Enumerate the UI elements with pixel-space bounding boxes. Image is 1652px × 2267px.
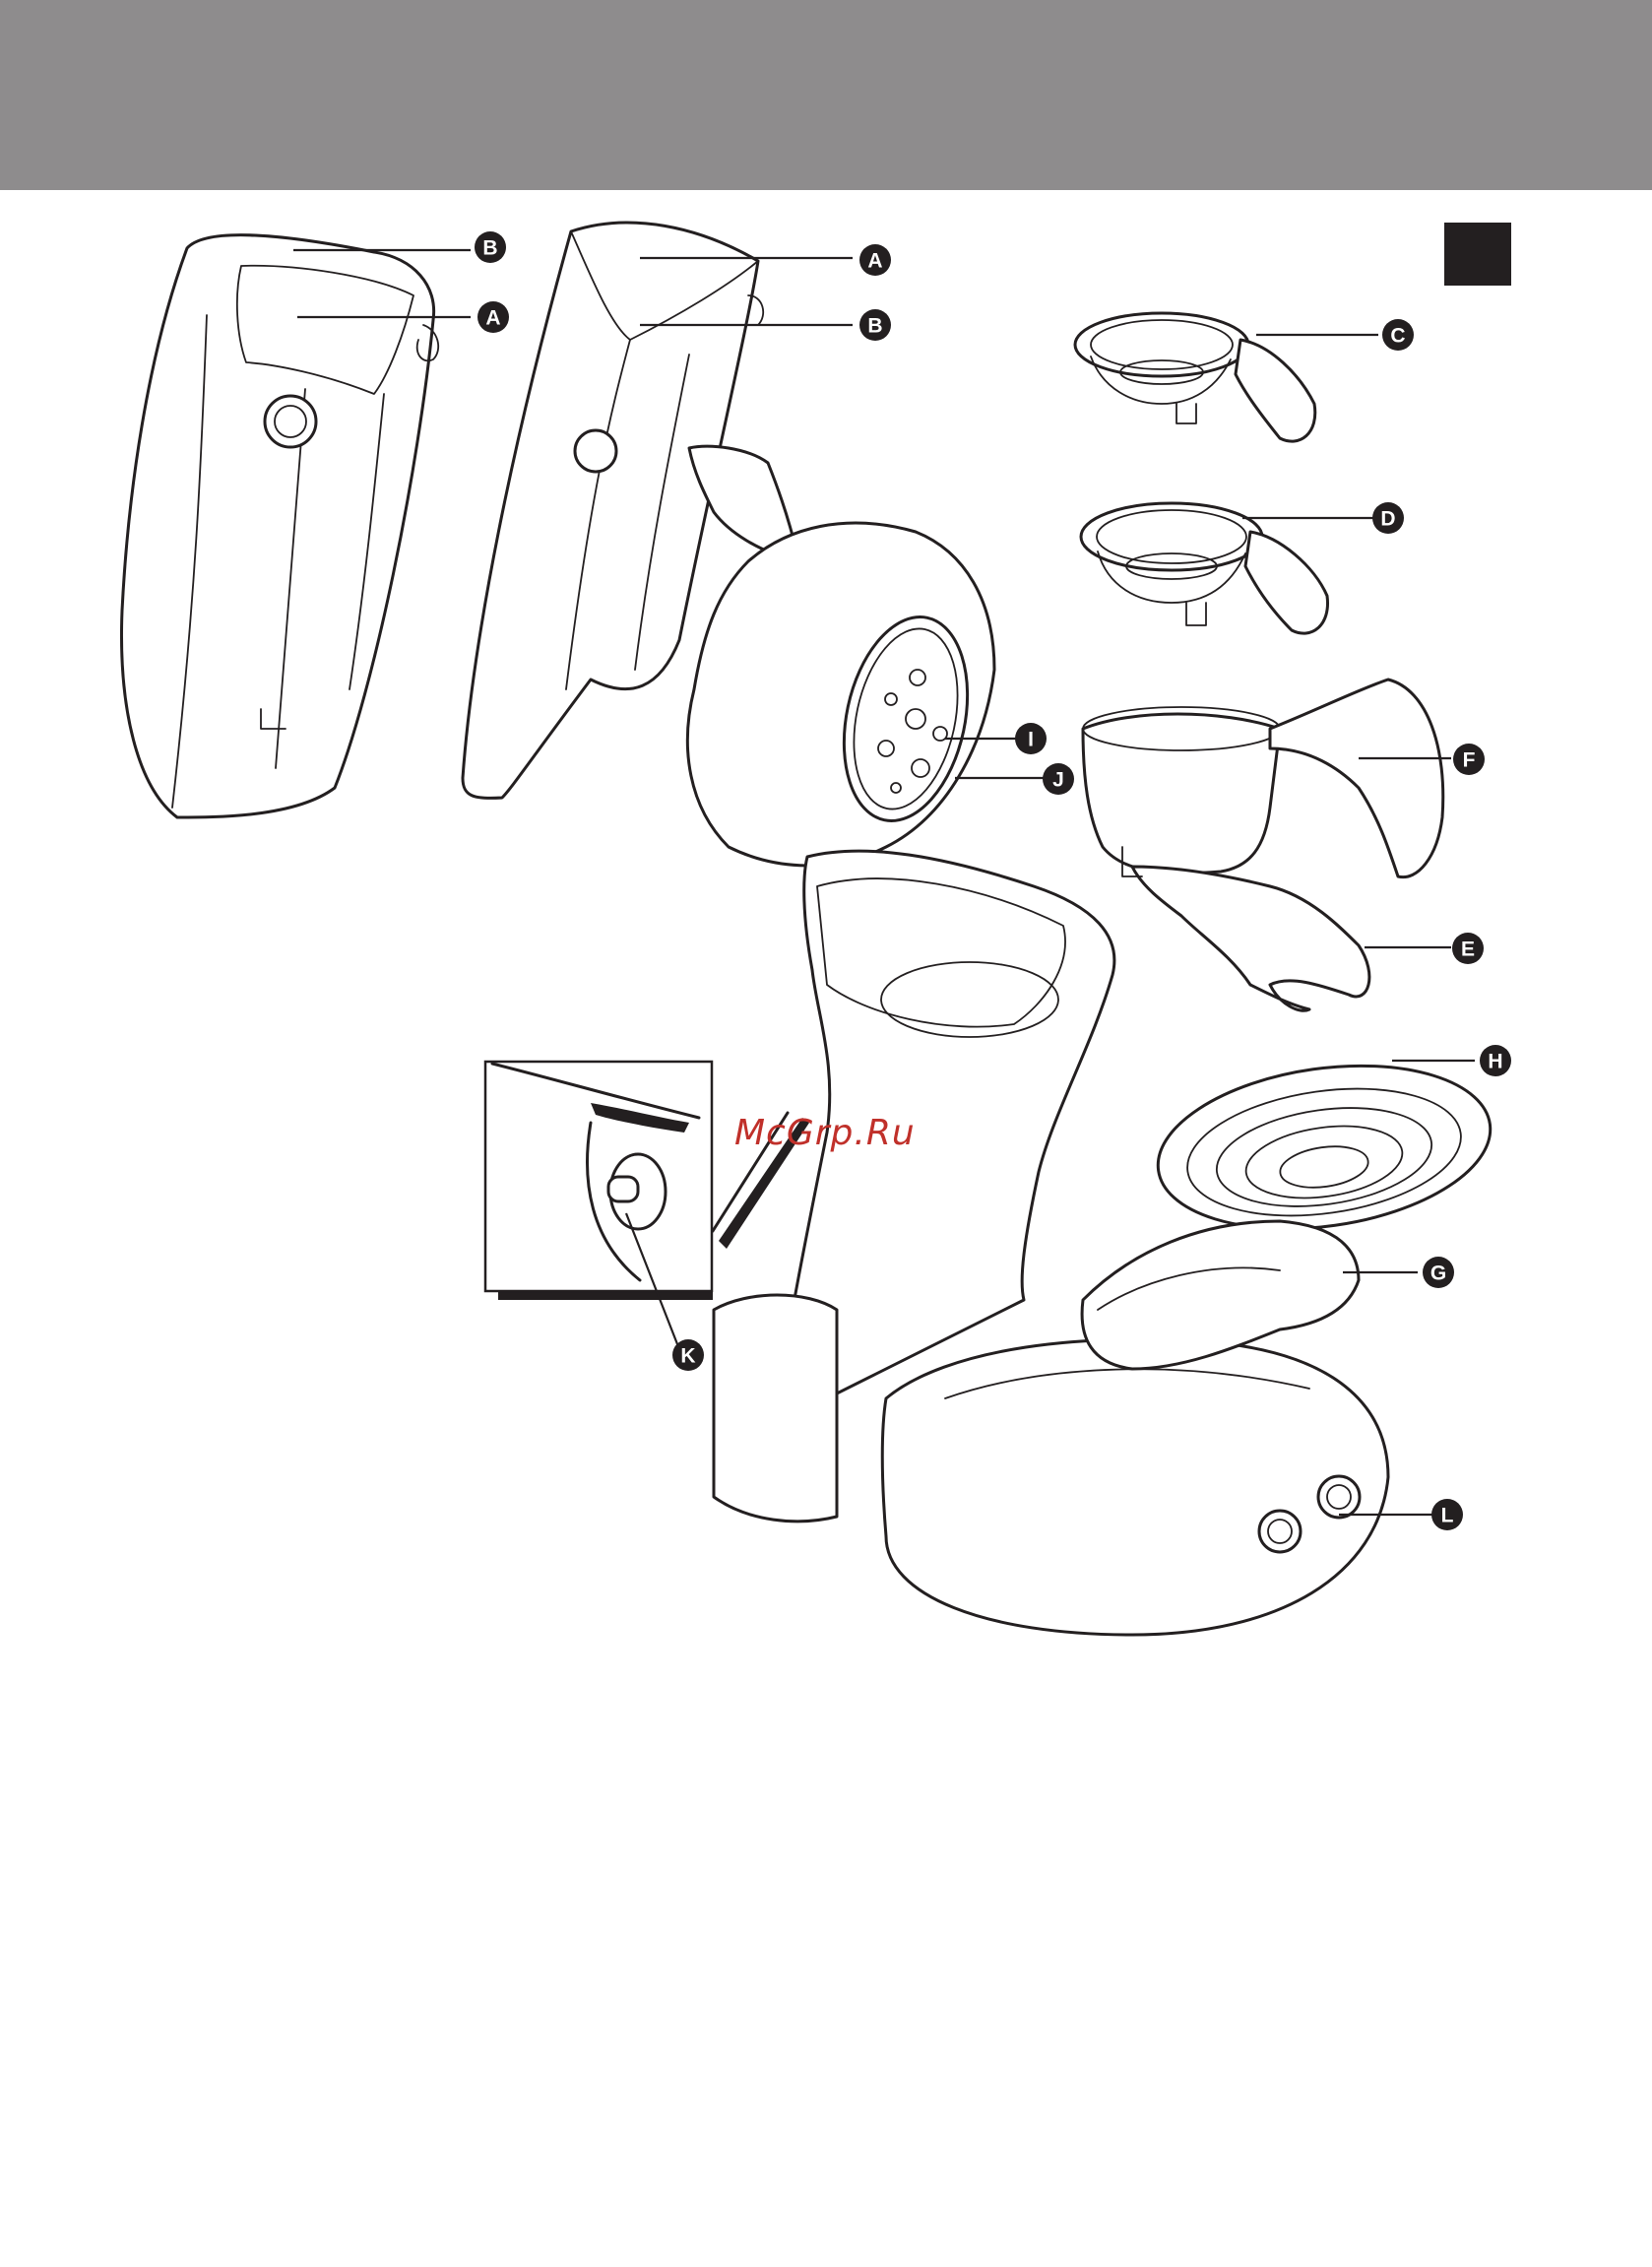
svg-text:J: J [1052, 769, 1064, 792]
svg-text:E: E [1461, 939, 1475, 961]
callout-B-panel2: B [859, 309, 891, 341]
svg-text:L: L [1441, 1505, 1454, 1527]
machine-body [687, 446, 1388, 1635]
callout-A-panel2: A [859, 244, 891, 276]
pod-holder-two-cups [1081, 503, 1328, 633]
drip-tray-cover [1148, 1046, 1501, 1249]
inset-detail-box [485, 1062, 809, 1300]
svg-text:A: A [485, 307, 500, 330]
callout-E: E [1452, 933, 1484, 964]
pod-holder-one-cup [1075, 313, 1315, 441]
callout-G: G [1423, 1257, 1454, 1288]
svg-text:C: C [1390, 325, 1405, 348]
callout-B-panel1: B [475, 231, 506, 263]
svg-text:A: A [867, 250, 882, 273]
callout-K: K [672, 1339, 704, 1371]
callout-L: L [1431, 1499, 1463, 1530]
svg-text:H: H [1488, 1051, 1502, 1073]
svg-text:F: F [1463, 749, 1476, 772]
coffee-spout-assembly [1083, 680, 1443, 1010]
callout-F: F [1453, 744, 1485, 775]
watermark: McGrp.Ru [734, 1113, 916, 1153]
drip-tray [1082, 1221, 1359, 1369]
callout-D: D [1372, 502, 1404, 534]
callout-C: C [1382, 319, 1414, 351]
callout-J: J [1043, 763, 1074, 795]
svg-text:G: G [1430, 1263, 1446, 1285]
callout-H: H [1480, 1045, 1511, 1076]
svg-text:I: I [1028, 729, 1034, 751]
svg-text:B: B [482, 237, 497, 260]
callout-A-panel1: A [477, 301, 509, 333]
svg-text:D: D [1380, 508, 1395, 531]
svg-text:B: B [867, 315, 882, 338]
callout-I: I [1015, 723, 1047, 754]
svg-text:K: K [680, 1345, 695, 1368]
water-reservoir-front-view [121, 235, 438, 817]
